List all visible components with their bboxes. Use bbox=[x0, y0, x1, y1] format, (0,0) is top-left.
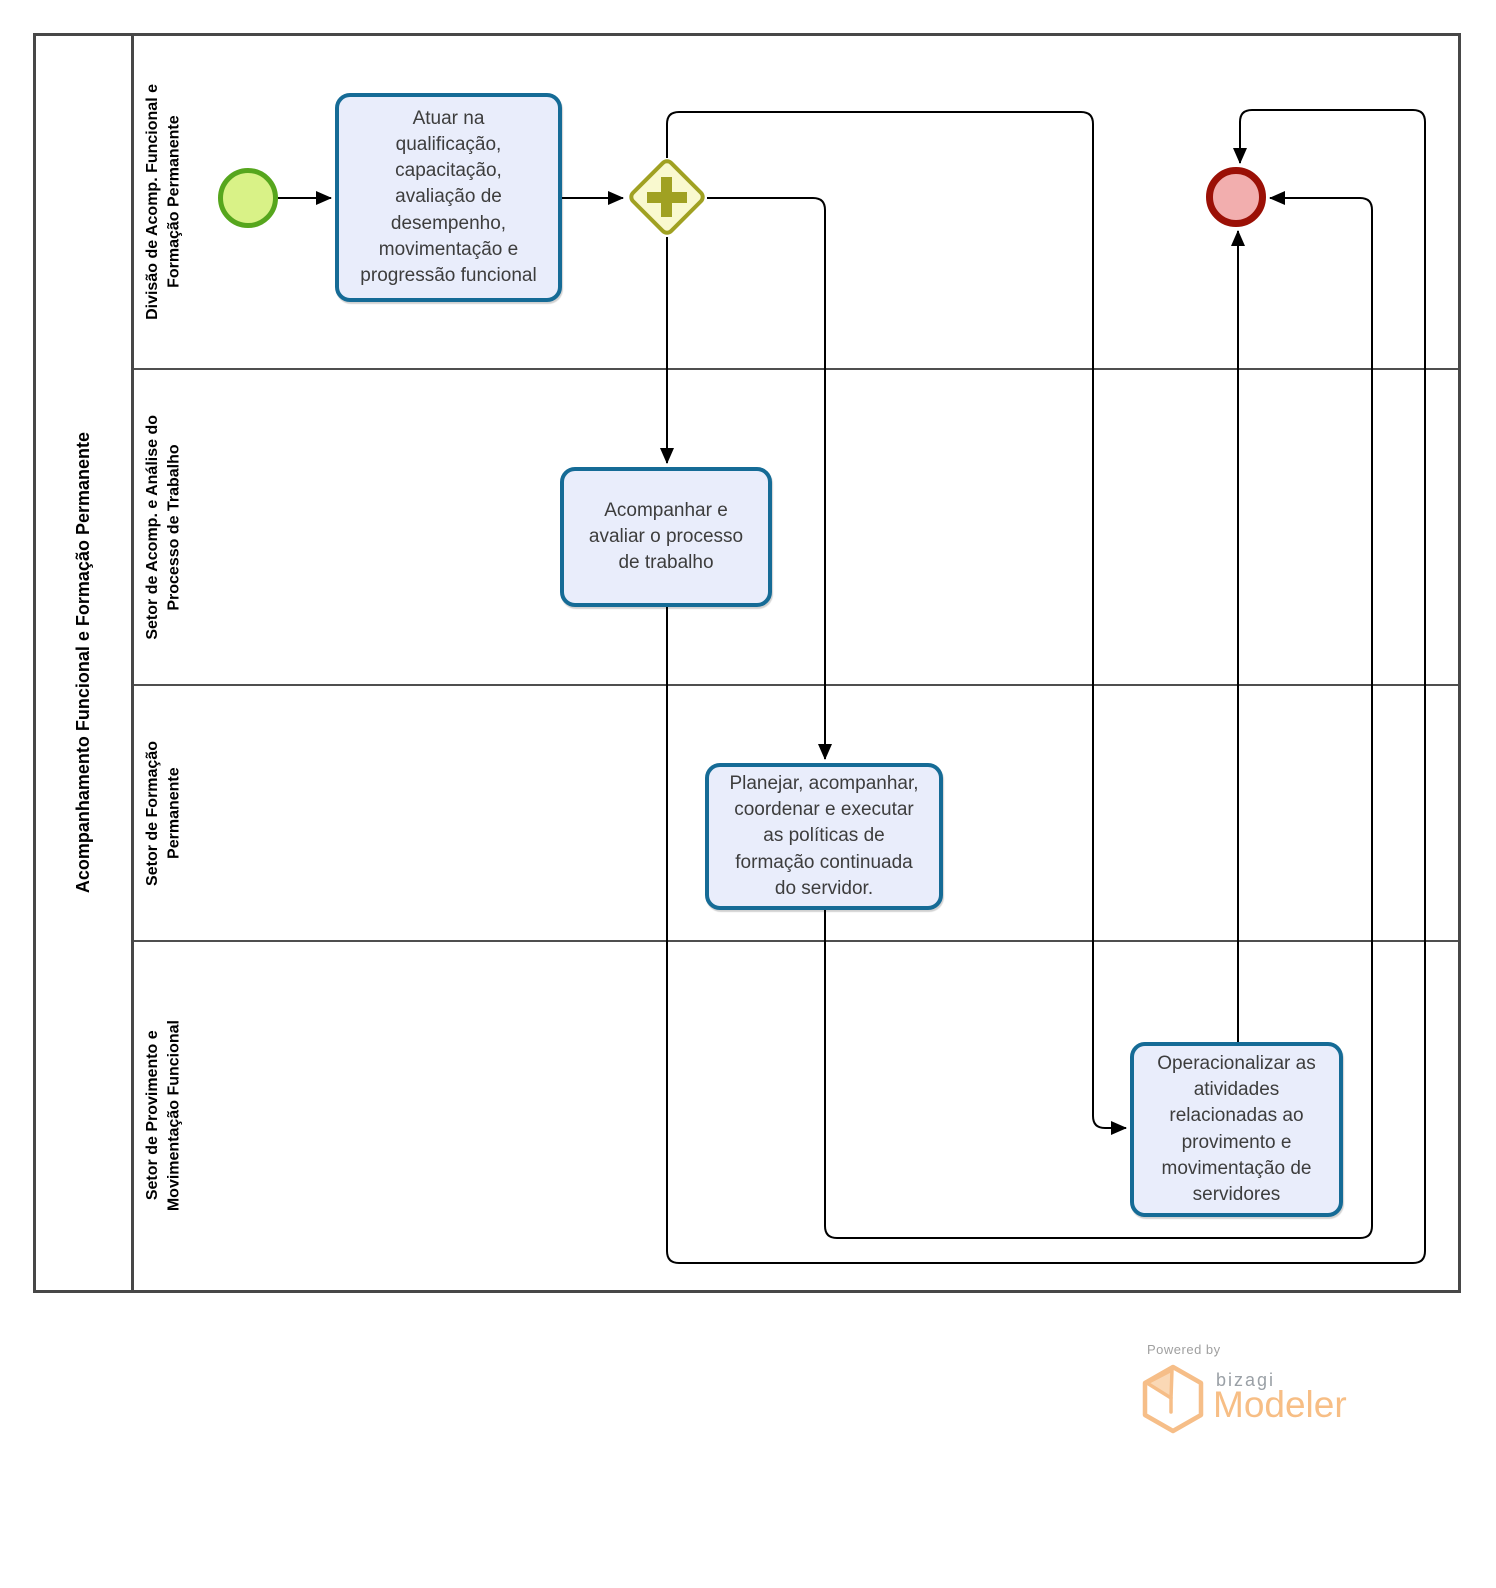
task-acompanhar-avaliar: Acompanhar e avaliar o processo de traba… bbox=[560, 467, 772, 607]
lane-label: Divisão de Acomp. Funcional e Formação P… bbox=[144, 84, 183, 320]
task-operacionalizar-atividades: Operacionalizar as atividades relacionad… bbox=[1130, 1042, 1343, 1217]
gateway-plus-icon bbox=[661, 177, 672, 217]
lane-setor-acomp-analise: Setor de Acomp. e Análise do Processo de… bbox=[134, 368, 1458, 684]
bizagi-wordmark: bizagi bbox=[1216, 1370, 1276, 1390]
lane-label: Setor de Acomp. e Análise do Processo de… bbox=[144, 414, 183, 640]
end-event bbox=[1206, 167, 1266, 227]
bizagi-logo-icon bbox=[1142, 1364, 1204, 1434]
lane-label: Setor de Formação Permanente bbox=[144, 740, 183, 886]
task-planejar-coordenar: Planejar, acompanhar, coordenar e execut… bbox=[705, 763, 943, 910]
start-event bbox=[218, 168, 278, 228]
lane-label: Setor de Provimento e Movimentação Funci… bbox=[144, 1020, 183, 1212]
powered-by-label: Powered by bbox=[1147, 1342, 1221, 1357]
pool-title: Acompanhamento Funcional e Formação Perm… bbox=[73, 432, 94, 894]
pool-title-band: Acompanhamento Funcional e Formação Perm… bbox=[36, 36, 134, 1290]
task-atuar-na-qualificacao: Atuar na qualificação, capacitação, aval… bbox=[335, 93, 562, 302]
modeler-wordmark: Modeler bbox=[1213, 1384, 1347, 1425]
